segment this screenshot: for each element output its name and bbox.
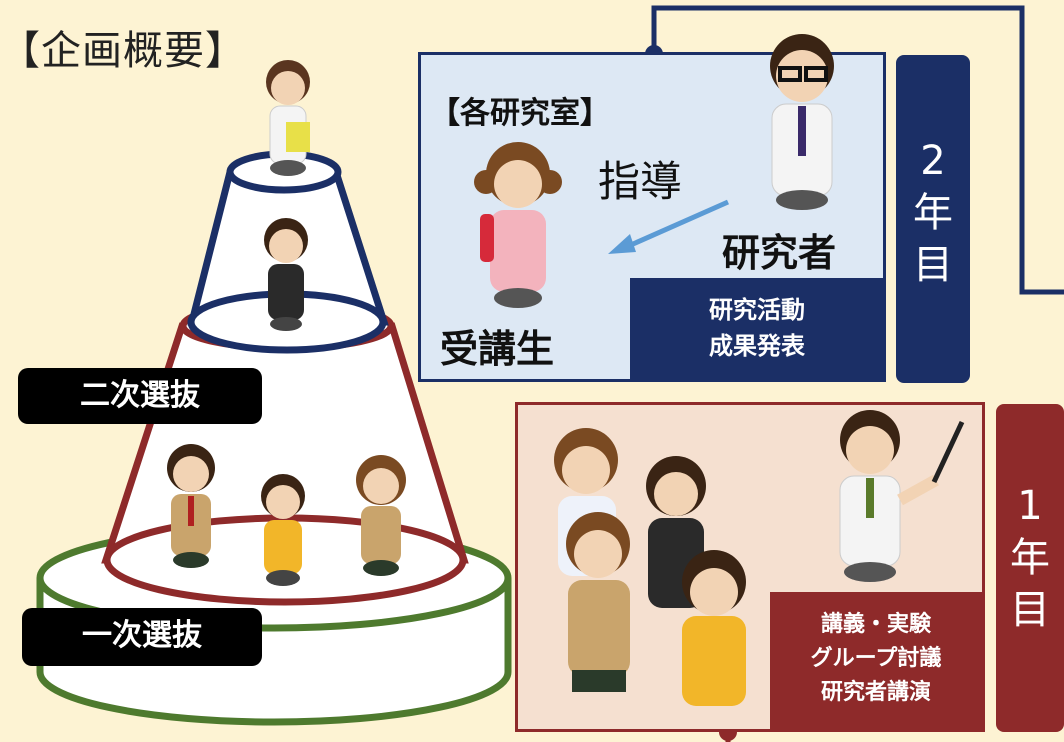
year-number: 1 — [1017, 483, 1043, 529]
activity-item: グループ討議 — [810, 646, 942, 671]
student-label: 受講生 — [440, 327, 555, 371]
student-figure-blazer-left — [167, 444, 215, 568]
guidance-label: 指導 — [598, 157, 683, 206]
lecture-activities-box: 講義・実験 グループ討議 研究者講演 — [770, 592, 982, 730]
teacher-figure-top — [266, 60, 310, 176]
student-group-figures — [554, 428, 746, 706]
year-1-badge: 1 年 目 — [996, 404, 1064, 732]
year-char: 年 — [913, 190, 953, 236]
year-char: 年 — [1010, 535, 1050, 581]
page-title: 【企画概要】 — [0, 28, 246, 74]
second-selection-label: 二次選抜 — [18, 368, 262, 424]
researcher-label: 研究者 — [722, 231, 837, 275]
lab-title: 【各研究室】 — [430, 96, 610, 131]
year-number: 2 — [920, 138, 946, 184]
activity-item: 講義・実験 — [820, 612, 931, 637]
year-2-badge: 2 年 目 — [896, 55, 970, 383]
activity-item: 研究活動 — [709, 296, 805, 324]
researcher-figure — [770, 34, 834, 210]
student-figure-blazer-girl — [356, 455, 406, 576]
student-figure-black-uniform — [264, 218, 308, 331]
year-char: 目 — [1010, 587, 1050, 633]
student-figure-yellow — [261, 474, 305, 586]
activity-item: 研究者講演 — [820, 680, 931, 705]
year-char: 目 — [913, 242, 953, 288]
student-figure-girl-pink — [474, 142, 562, 308]
activity-item: 成果発表 — [709, 332, 805, 360]
research-activities-box: 研究活動 成果発表 — [630, 278, 884, 380]
guidance-arrow — [608, 199, 730, 254]
lecturer-figure — [839, 410, 965, 582]
first-selection-label: 一次選抜 — [22, 608, 262, 666]
